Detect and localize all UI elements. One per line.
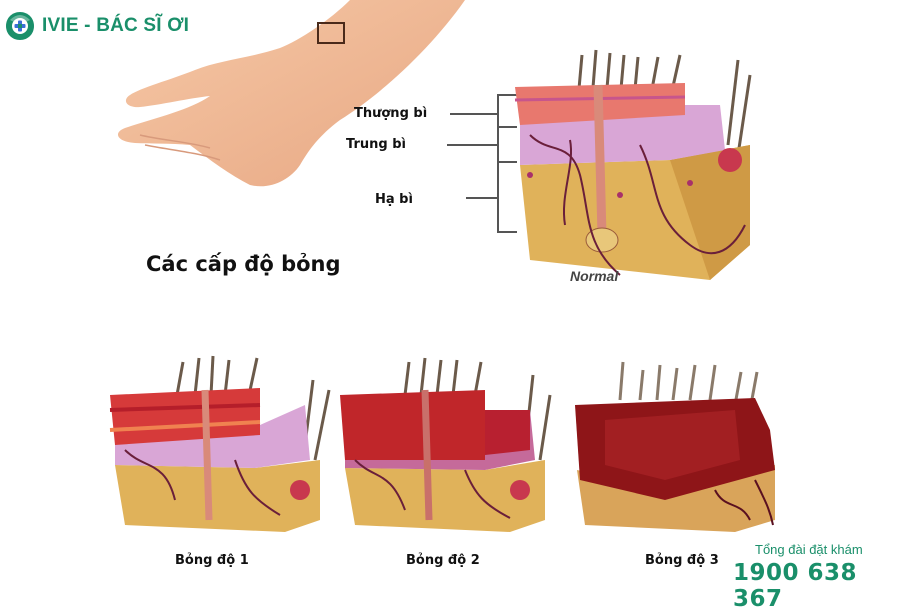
- brand-logo[interactable]: IVIE - BÁC SĨ ƠI: [4, 10, 189, 42]
- degree-label-1: Bỏng độ 1: [175, 553, 249, 568]
- arm-illustration: [117, 0, 465, 187]
- layer-label-dermis: Trung bì: [346, 137, 406, 152]
- burn-degree-2-diagram: [340, 357, 552, 532]
- layer-label-hypodermis: Hạ bì: [375, 192, 413, 207]
- degree-label-2: Bỏng độ 2: [406, 553, 480, 568]
- hotline-number[interactable]: 1900 638 367: [733, 560, 858, 612]
- brand-name: IVIE - BÁC SĨ ƠI: [42, 15, 190, 36]
- connector-line: [450, 113, 498, 115]
- connector-line: [466, 197, 498, 199]
- diagram-title: Các cấp độ bỏng: [146, 252, 341, 276]
- skin-section-marker: [317, 22, 345, 44]
- layer-bracket: [497, 94, 517, 233]
- layer-label-epidermis: Thượng bì: [354, 106, 428, 121]
- normal-label: Normal: [570, 268, 619, 284]
- degree-label-3: Bỏng độ 3: [645, 553, 719, 568]
- hotline-caption: Tổng đài đặt khám: [755, 542, 863, 557]
- burn-degree-1-diagram: [109, 355, 331, 532]
- connector-line: [447, 144, 498, 146]
- burn-degree-3-diagram: [575, 361, 775, 532]
- normal-skin-diagram: [514, 49, 752, 280]
- medical-cross-icon: [4, 10, 36, 42]
